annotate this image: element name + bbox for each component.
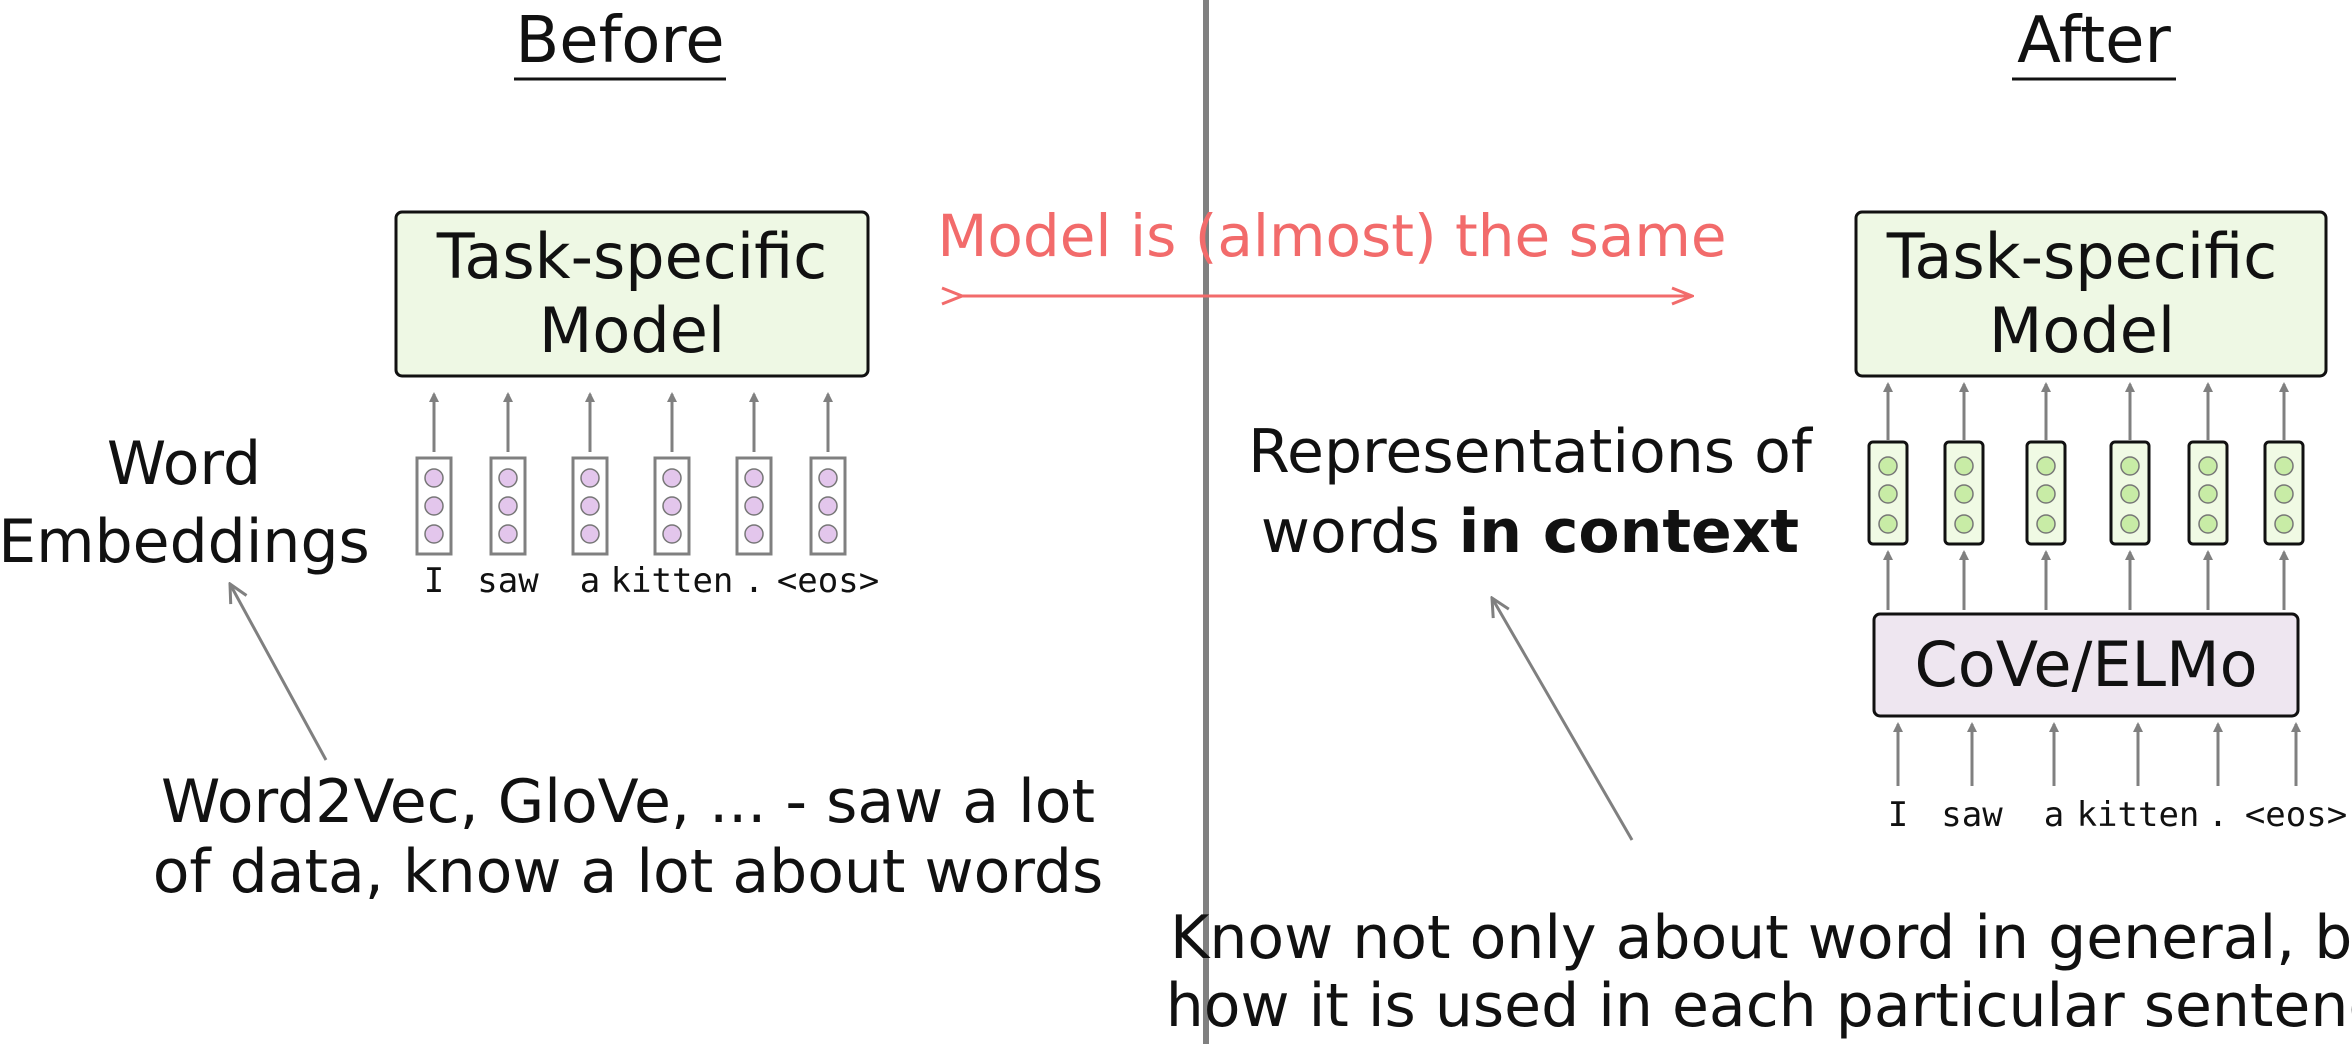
before-vector-dot <box>498 468 518 488</box>
after-task-model-label-line1: Task-specific <box>1886 220 2277 293</box>
before-vector-dot <box>818 524 838 544</box>
before-note-line2: of data, know a lot about words <box>153 837 1104 907</box>
after-token: kitten <box>2077 795 2200 835</box>
before-task-model-label-line2: Model <box>539 294 725 367</box>
after-vector-dot <box>1878 514 1898 534</box>
before-vector-dot <box>580 496 600 516</box>
representations-label-line2: words in context <box>1261 497 1799 567</box>
before-embeddings-label-line1: Word <box>107 429 261 499</box>
before-vector-dot <box>424 468 444 488</box>
before-vector-dot <box>744 524 764 544</box>
after-token: . <box>2208 795 2228 835</box>
after-token: saw <box>1941 795 2003 835</box>
before-vector-dot <box>580 468 600 488</box>
middle-comparison: Model is (almost) the same <box>937 202 1727 296</box>
encoder-label: CoVe/ELMo <box>1915 628 2258 701</box>
before-token: kitten <box>611 561 734 601</box>
after-vector-dot <box>2198 456 2218 476</box>
before-title: Before <box>515 4 724 78</box>
before-vector-dot <box>424 524 444 544</box>
before-vector-dot <box>580 524 600 544</box>
after-vector-dot <box>2036 514 2056 534</box>
after-vector-dot <box>2036 456 2056 476</box>
before-task-model-box <box>394 210 870 378</box>
after-vector-dot <box>2274 514 2294 534</box>
representations-label-line1: Representations of <box>1248 417 1814 487</box>
before-embeddings-label-line2: Embeddings <box>0 507 370 577</box>
after-token: a <box>2044 795 2064 835</box>
after-vector-dot <box>2120 456 2140 476</box>
after-vector-dot <box>2120 484 2140 504</box>
after-vector-dot <box>1954 484 1974 504</box>
after-input-arrows <box>1893 722 2301 786</box>
before-token: <eos> <box>777 561 879 601</box>
after-vector-dot <box>2198 484 2218 504</box>
representations-label-plain: words <box>1261 497 1459 567</box>
before-token: saw <box>477 561 539 601</box>
before-vector-dot <box>818 468 838 488</box>
before-task-model-label-line1: Task-specific <box>436 220 827 293</box>
after-note-line1: Know not only about word in general, but <box>1170 903 2352 973</box>
before-vector-dot <box>662 524 682 544</box>
before-vector-dot <box>744 496 764 516</box>
before-note-line1: Word2Vec, GloVe, ... - saw a lot <box>161 767 1095 837</box>
after-vector-dot <box>2120 514 2140 534</box>
after-task-model-box <box>1854 210 2328 378</box>
before-vector-dot <box>744 468 764 488</box>
after-vector-dot <box>1954 456 1974 476</box>
after-token: <eos> <box>2245 795 2347 835</box>
before-vector-dot <box>498 496 518 516</box>
after-vector-dot <box>2274 484 2294 504</box>
after-vector-dot <box>1954 514 1974 534</box>
after-note-line2: how it is used in each particular senten… <box>1166 971 2352 1041</box>
before-note-arrow <box>230 584 328 761</box>
before-token: I <box>424 561 444 601</box>
before-token: . <box>744 561 764 601</box>
after-context-vectors <box>1867 382 2305 610</box>
representations-label-bold: in context <box>1459 497 1799 567</box>
after-title: After <box>2017 4 2171 78</box>
before-vector-dot <box>498 524 518 544</box>
before-vector-dot <box>662 468 682 488</box>
after-vector-dot <box>1878 456 1898 476</box>
after-note-arrow <box>1492 598 1634 841</box>
before-vector-dot <box>424 496 444 516</box>
after-vector-dot <box>2198 514 2218 534</box>
before-vector-dot <box>662 496 682 516</box>
encoder-box <box>1872 612 2300 718</box>
before-vector-dot <box>818 496 838 516</box>
after-vector-dot <box>1878 484 1898 504</box>
after-token: I <box>1888 795 1908 835</box>
same-model-label: Model is (almost) the same <box>937 202 1726 270</box>
before-token: a <box>580 561 600 601</box>
after-task-model-label-line2: Model <box>1989 294 2175 367</box>
after-vector-dot <box>2274 456 2294 476</box>
after-vector-dot <box>2036 484 2056 504</box>
